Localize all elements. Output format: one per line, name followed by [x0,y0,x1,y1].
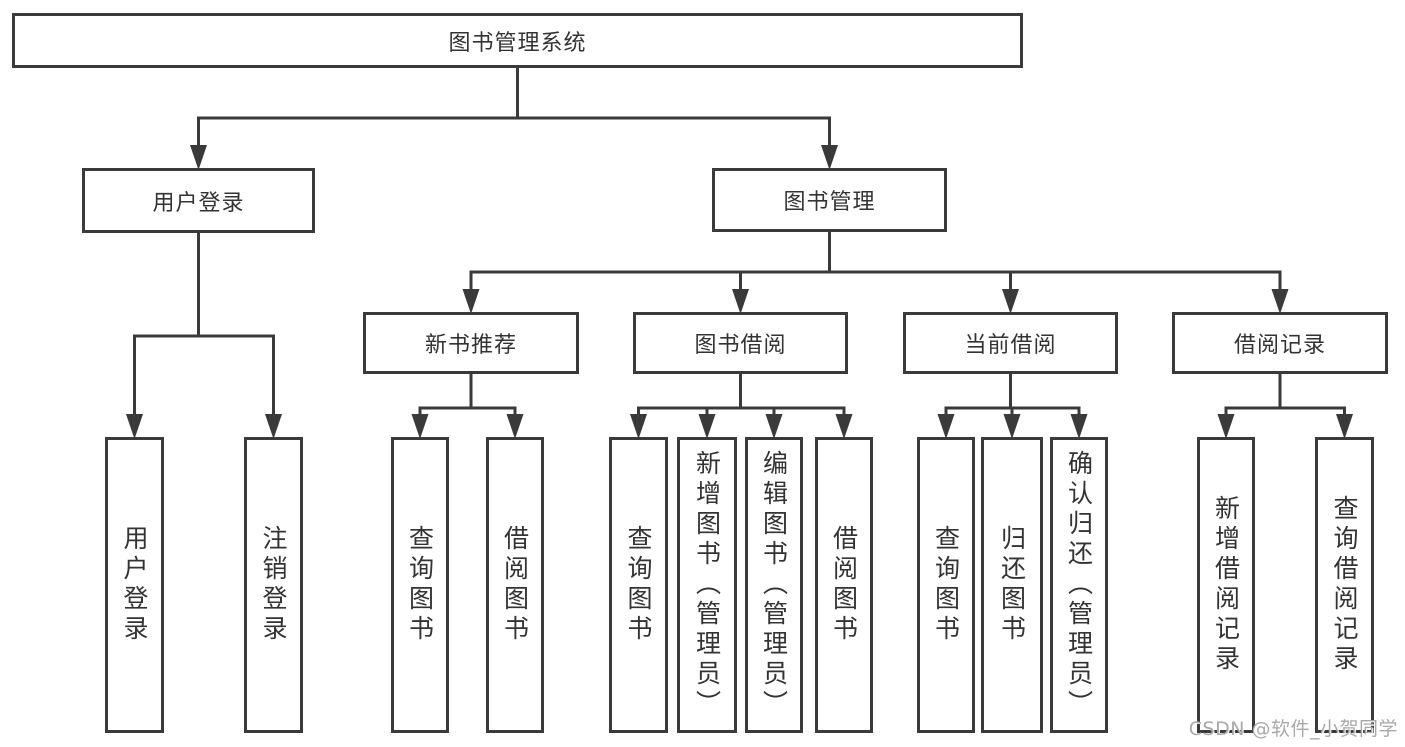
node-label: 当前借阅 [964,333,1057,358]
node-label: 图书借阅 [694,333,787,358]
csdn-watermark: CSDN @软件_小贺同学 [1188,718,1398,740]
node-label: 借阅图书 [829,525,859,645]
arrow-down-icon [765,414,783,439]
node-label: 新增借阅记录 [1211,495,1241,675]
node-leaf-query-books-borrowing: 查询图书 [609,437,668,733]
arrow-down-icon [698,414,716,439]
node-leaf-logout: 注销登录 [244,437,303,733]
arrow-down-icon [1002,289,1019,314]
node-label: 图书管理系统 [448,30,587,56]
arrow-down-icon [1336,414,1353,439]
node-book-management-branch: 图书管理 [712,168,947,232]
node-label: 借阅记录 [1233,333,1326,358]
arrow-down-icon [265,414,282,439]
arrow-down-icon [126,414,143,439]
node-book-borrowing: 图书借阅 [633,312,848,374]
node-leaf-borrow-books-recommend: 借阅图书 [486,437,544,733]
node-label: 用户登录 [120,525,149,645]
node-current-borrowing: 当前借阅 [903,312,1118,374]
arrow-down-icon [1217,414,1235,439]
arrow-down-icon [732,289,749,314]
node-leaf-confirm-return-admin: 确认归还（管理员） [1050,437,1108,733]
node-label: 查询图书 [624,525,653,645]
arrow-down-icon [630,414,647,439]
arrow-down-icon [821,145,838,170]
node-leaf-query-borrow-record: 查询借阅记录 [1315,437,1374,733]
node-label: 查询图书 [931,525,961,645]
arrow-down-icon [462,289,480,314]
node-label: 确认归还（管理员） [1064,450,1094,720]
arrow-down-icon [937,414,955,439]
node-label: 图书管理 [783,190,876,215]
node-label: 编辑图书（管理员） [759,450,789,720]
arrow-down-icon [506,414,524,439]
node-leaf-user-login: 用户登录 [105,437,164,733]
node-user-login-branch: 用户登录 [82,168,315,233]
node-leaf-return-book: 归还图书 [981,437,1043,733]
node-label: 查询借阅记录 [1330,495,1359,675]
arrow-down-icon [1271,289,1289,314]
arrow-down-icon [1003,414,1021,439]
arrow-down-icon [835,414,853,439]
node-leaf-query-books-recommend: 查询图书 [391,437,449,733]
node-label: 查询图书 [405,525,435,645]
node-label: 注销登录 [259,525,288,645]
node-label: 归还图书 [997,525,1027,645]
arrow-down-icon [1070,414,1088,439]
node-new-book-recommend: 新书推荐 [363,312,579,374]
node-leaf-borrow-books: 借阅图书 [815,437,873,733]
node-leaf-add-book-admin: 新增图书（管理员） [677,437,737,733]
arrow-down-icon [190,145,207,170]
node-leaf-add-borrow-record: 新增借阅记录 [1197,437,1255,733]
node-borrowing-records: 借阅记录 [1172,312,1388,374]
arrow-down-icon [411,414,429,439]
node-label: 新增图书（管理员） [692,450,722,720]
node-leaf-edit-book-admin: 编辑图书（管理员） [745,437,803,733]
node-label: 新书推荐 [424,333,517,358]
node-label: 用户登录 [152,190,245,216]
node-system-root: 图书管理系统 [12,13,1023,68]
node-label: 借阅图书 [500,525,530,645]
node-leaf-query-books-current: 查询图书 [917,437,975,733]
